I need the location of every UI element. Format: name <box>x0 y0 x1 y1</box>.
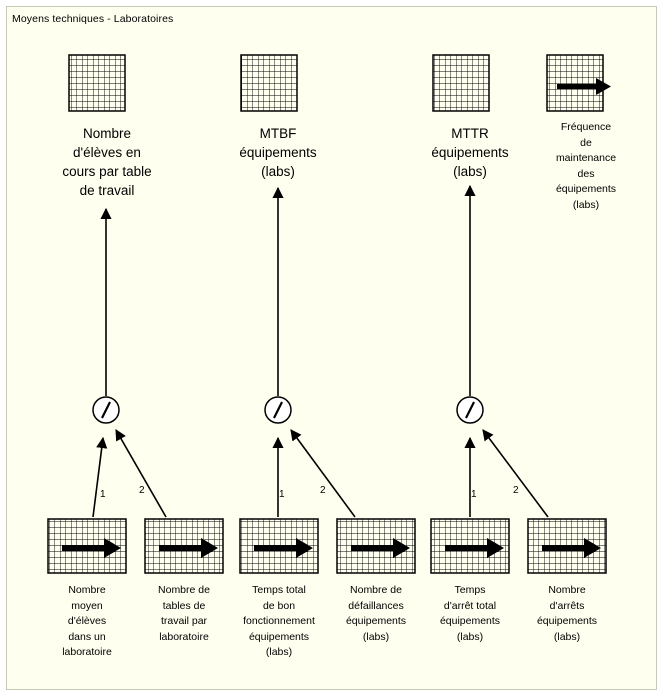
input-grid-5 <box>430 518 510 574</box>
input-label-5: Temps d'arrêt total équipements (labs) <box>439 584 501 643</box>
right-arrow-icon <box>351 538 410 558</box>
indicator-label-1: Nombre d'élèves en cours par table de tr… <box>62 126 152 198</box>
right-arrow-icon <box>542 538 601 558</box>
input-grid-4 <box>336 518 416 574</box>
order-number: 1 <box>279 489 285 500</box>
order-number: 1 <box>100 489 106 500</box>
order-number: 2 <box>320 485 326 496</box>
order-number: 2 <box>513 485 519 496</box>
right-arrow-icon <box>445 538 504 558</box>
input-label-2: Nombre de tables de travail par laborato… <box>158 584 210 643</box>
diagram-frame <box>6 6 657 690</box>
input-label-1: Nombre moyen d'élèves dans un laboratoir… <box>62 584 112 658</box>
input-label-3: Temps total de bon fonctionnement équipe… <box>243 584 315 658</box>
right-arrow-icon <box>254 538 313 558</box>
divide-operator-1 <box>92 396 120 424</box>
indicator-grid-2 <box>240 54 298 112</box>
input-grid-3 <box>239 518 319 574</box>
divide-operator-3 <box>456 396 484 424</box>
input-arrow-6 <box>482 429 549 518</box>
input-grid-1 <box>47 518 127 574</box>
indicator-label-4: Fréquence de maintenance des équipements… <box>555 121 617 211</box>
input-label-6: Nombre d'arrêts équipements (labs) <box>536 584 598 643</box>
order-number: 1 <box>471 489 477 500</box>
indicator-grid-4 <box>546 54 611 112</box>
right-arrow-icon <box>159 538 218 558</box>
input-arrow-2 <box>115 429 167 518</box>
input-arrow-4 <box>290 429 356 518</box>
right-arrow-icon <box>62 538 121 558</box>
input-arrow-1 <box>92 436 108 518</box>
indicator-label-3: MTTR équipements (labs) <box>431 126 509 179</box>
input-label-4: Nombre de défaillances équipements (labs… <box>345 584 407 643</box>
input-grid-6 <box>527 518 607 574</box>
indicator-grid-3 <box>432 54 490 112</box>
divide-operator-2 <box>264 396 292 424</box>
right-arrow-icon <box>557 78 611 95</box>
page-title: Moyens techniques - Laboratoires <box>12 13 174 25</box>
indicator-label-2: MTBF équipements (labs) <box>239 126 317 179</box>
order-number: 2 <box>139 485 145 496</box>
indicator-grid-1 <box>68 54 126 112</box>
input-grid-2 <box>144 518 224 574</box>
